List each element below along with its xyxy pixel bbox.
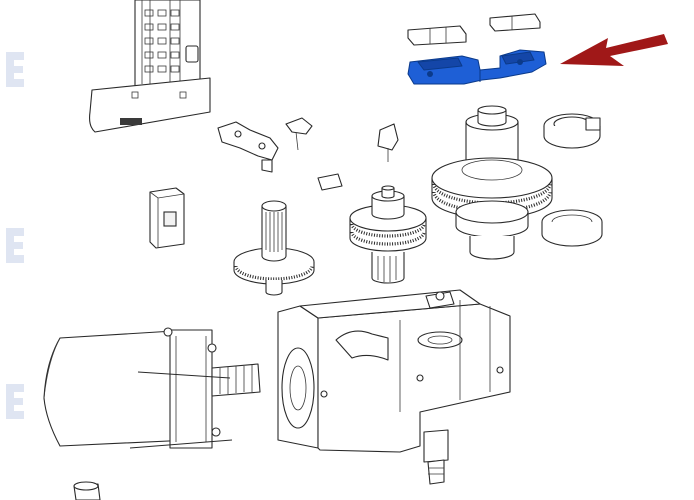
bushing-ring bbox=[541, 209, 603, 247]
ring-clamp bbox=[543, 113, 601, 149]
cable-clips bbox=[407, 13, 541, 46]
intermediate-gear-2 bbox=[349, 185, 427, 284]
limit-switch-bracket[interactable] bbox=[407, 49, 547, 85]
output-gear-shaft bbox=[431, 105, 553, 260]
sliding-block bbox=[149, 187, 185, 249]
watermark-marks bbox=[6, 52, 24, 419]
control-board bbox=[89, 0, 211, 133]
electric-motor bbox=[43, 327, 261, 449]
intermediate-gear-1 bbox=[233, 200, 315, 296]
fastener-bolt bbox=[73, 481, 101, 500]
pointer-arrow bbox=[560, 34, 668, 66]
gearbox-housing bbox=[277, 289, 511, 485]
switch-brackets bbox=[217, 117, 399, 191]
